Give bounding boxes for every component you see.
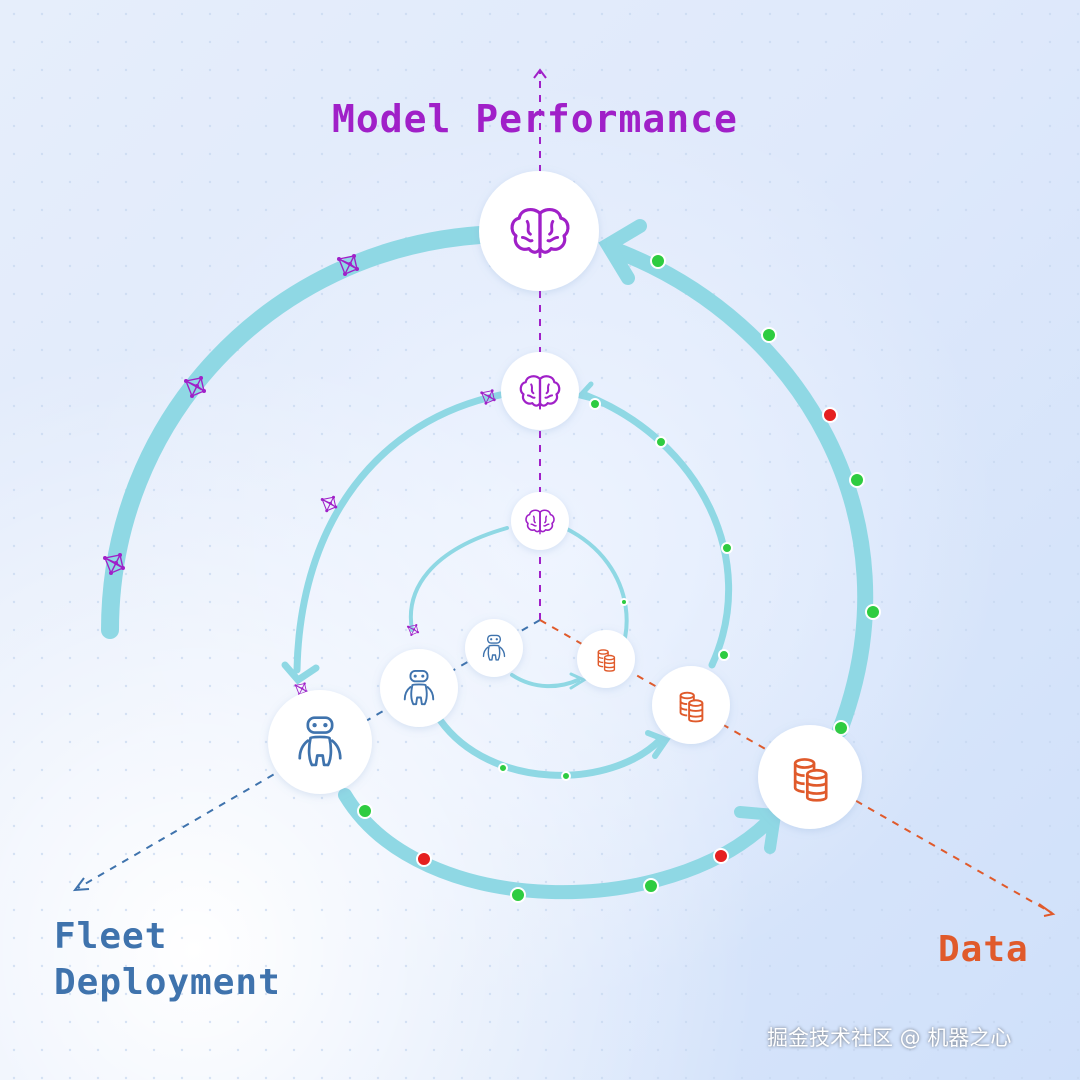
model-node-medium: [501, 352, 579, 430]
model-performance-label: Model Performance: [332, 97, 738, 141]
status-dot-ok: [865, 604, 881, 620]
data-node-large: [758, 725, 862, 829]
model-node-large: [479, 171, 599, 291]
status-dot-ok: [833, 720, 849, 736]
watermark: 掘金技术社区 @ 机器之心: [767, 1026, 1012, 1050]
fleet-deployment-label: Fleet Deployment: [54, 914, 281, 1006]
status-dot-ok: [510, 887, 526, 903]
middle-loop: [281, 381, 733, 779]
status-dot-ok: [643, 878, 659, 894]
data-node-small: [577, 630, 635, 688]
fleet-deployment-label-line1: Fleet: [54, 916, 168, 957]
data-node-medium: [652, 666, 730, 744]
status-dot-fail: [416, 851, 432, 867]
status-dot-ok: [357, 803, 373, 819]
status-dot-ok: [498, 763, 508, 773]
fleet-node-large: [268, 690, 372, 794]
model-performance-axis: [533, 68, 547, 620]
status-dot-ok: [761, 327, 777, 343]
status-dot-ok: [849, 472, 865, 488]
status-dot-ok: [650, 253, 666, 269]
fleet-deployment-label-line2: Deployment: [54, 962, 281, 1003]
fleet-node-medium: [380, 649, 458, 727]
data-label: Data: [938, 929, 1029, 970]
status-dot-ok: [655, 436, 667, 448]
status-dot-ok: [718, 649, 730, 661]
status-dot-ok: [721, 542, 733, 554]
status-dot-ok: [620, 598, 628, 606]
fleet-node-small: [465, 619, 523, 677]
model-node-small: [511, 492, 569, 550]
status-dot-fail: [822, 407, 838, 423]
status-dots: [357, 253, 881, 903]
status-dot-ok: [589, 398, 601, 410]
status-dot-fail: [713, 848, 729, 864]
status-dot-ok: [561, 771, 571, 781]
